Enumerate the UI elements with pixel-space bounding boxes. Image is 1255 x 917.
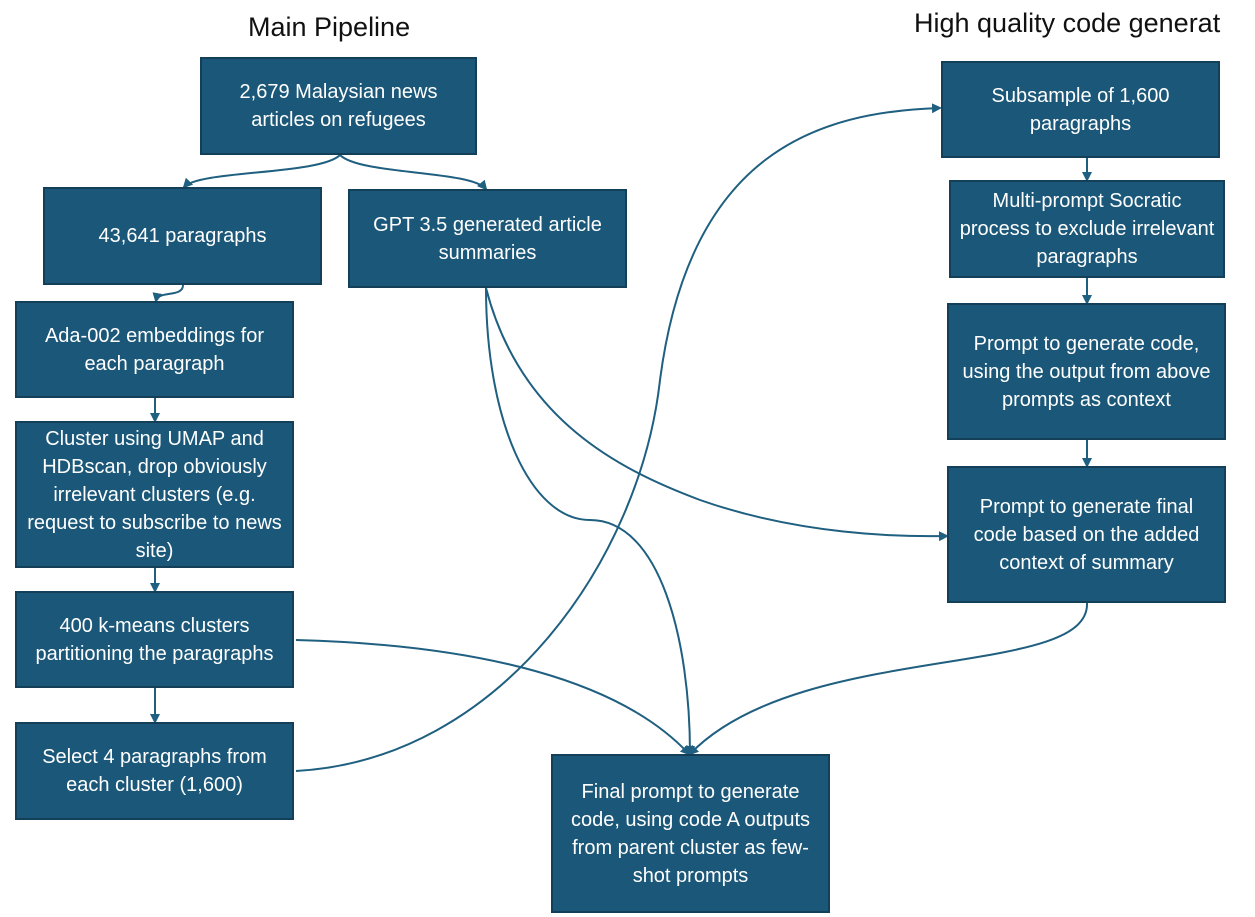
node-subsample: Subsample of 1,600 paragraphs — [941, 61, 1220, 158]
arrow-news-to-summaries — [339, 154, 488, 191]
node-socratic: Multi-prompt Socratic process to exclude… — [949, 180, 1225, 278]
arrow-summaries-to-final — [485, 287, 695, 756]
node-news-articles: 2,679 Malaysian news articles on refugee… — [200, 57, 477, 155]
arrow-summaries-to-prompt-final — [485, 287, 949, 542]
arrow-select-to-subsample — [295, 103, 942, 772]
node-prompt-generate: Prompt to generate code, using the outpu… — [947, 303, 1226, 440]
node-summaries: GPT 3.5 generated article summaries — [348, 189, 627, 288]
arrow-prompt-final-to-final — [688, 602, 1089, 756]
main-pipeline-title: Main Pipeline — [248, 12, 411, 42]
arrow-news-to-paragraphs — [182, 154, 341, 189]
arrow-paragraphs-to-embeddings — [152, 284, 184, 303]
node-embeddings: Ada-002 embeddings for each paragraph — [15, 301, 294, 398]
node-cluster: Cluster using UMAP and HDBscan, drop obv… — [15, 421, 294, 568]
node-kmeans: 400 k-means clusters partitioning the pa… — [15, 591, 294, 688]
node-paragraphs: 43,641 paragraphs — [43, 187, 322, 285]
node-final-prompt: Final prompt to generate code, using cod… — [551, 754, 830, 913]
node-select: Select 4 paragraphs from each cluster (1… — [15, 722, 294, 820]
node-prompt-final: Prompt to generate final code based on t… — [947, 466, 1226, 603]
arrow-kmeans-to-final — [295, 639, 691, 756]
high-quality-title: High quality code generat — [914, 8, 1221, 38]
